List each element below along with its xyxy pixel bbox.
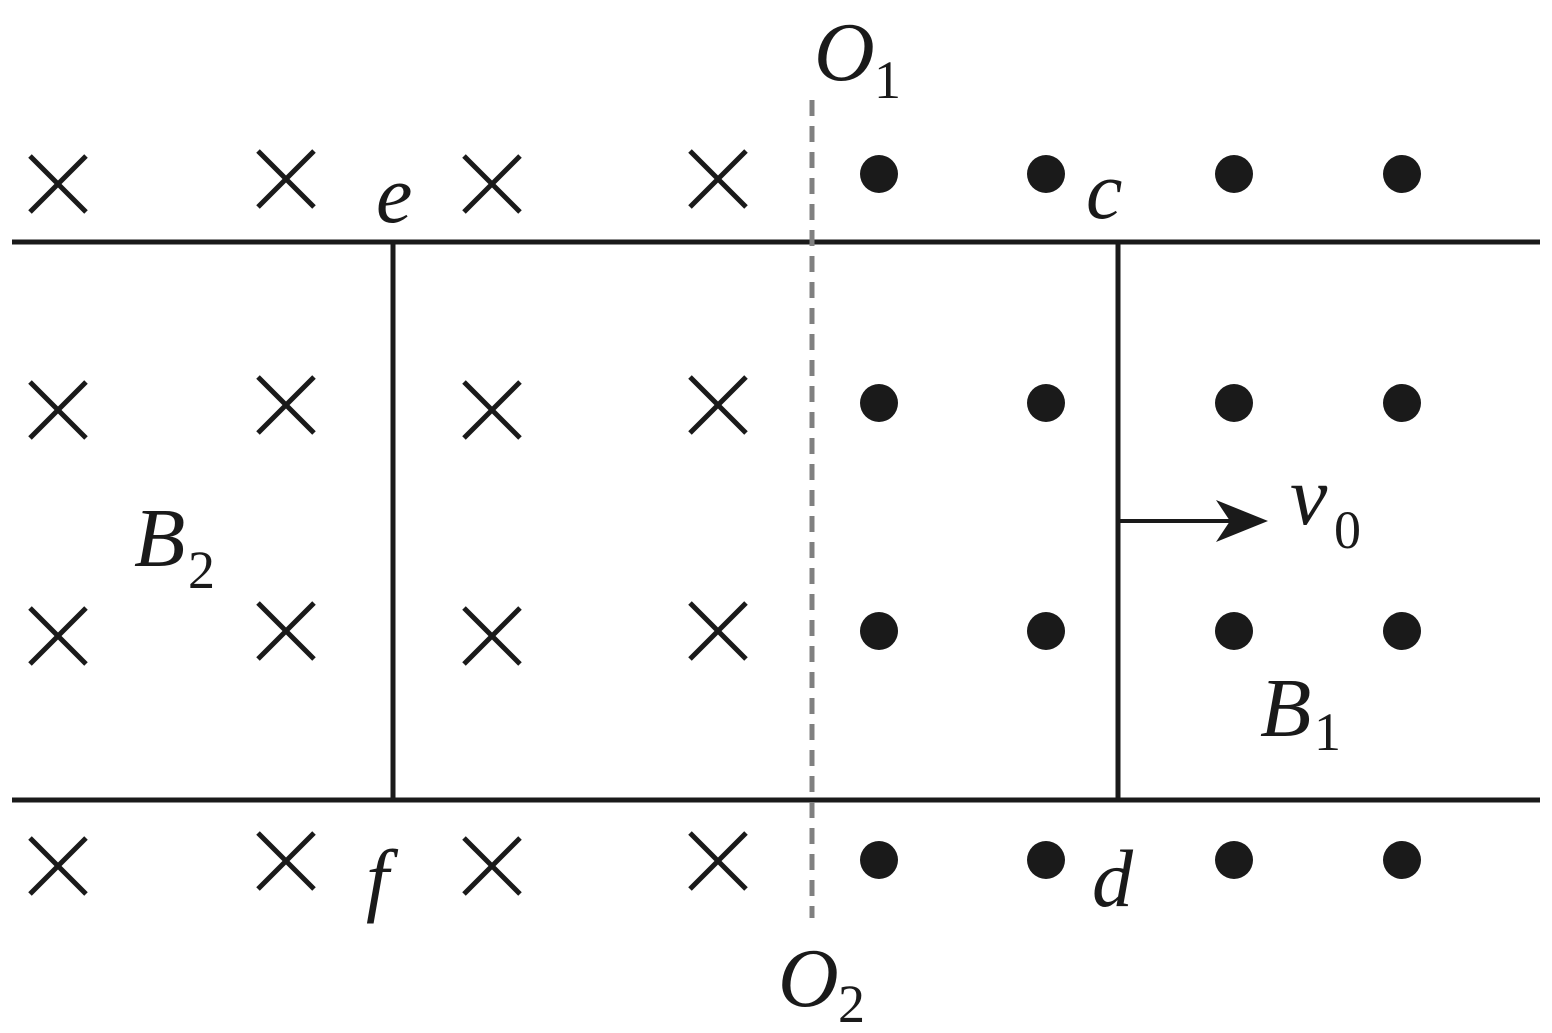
cross-mark: [256, 375, 316, 435]
cross-mark: [462, 606, 522, 666]
label-v0-sub: 0: [1334, 500, 1361, 560]
dot-mark: [860, 841, 898, 879]
label-b2: B 2: [134, 492, 215, 600]
dot-mark: [1383, 155, 1421, 193]
label-e: e: [376, 149, 412, 240]
cross-mark: [256, 831, 316, 891]
label-o1-sub: 1: [874, 50, 901, 110]
dot-mark: [1383, 841, 1421, 879]
cross-mark: [688, 375, 748, 435]
label-b2-sub: 2: [188, 540, 215, 600]
label-b2-main: B: [134, 492, 185, 585]
cross-mark: [28, 154, 88, 214]
dot-mark: [1383, 612, 1421, 650]
label-d: d: [1092, 833, 1134, 924]
label-c: c: [1086, 145, 1122, 236]
cross-mark: [28, 380, 88, 440]
dot-mark: [1215, 612, 1253, 650]
cross-mark: [688, 601, 748, 661]
cross-mark: [462, 154, 522, 214]
cross-mark: [256, 149, 316, 209]
cross-mark: [256, 601, 316, 661]
dot-mark: [860, 612, 898, 650]
label-b1: B 1: [1260, 662, 1341, 762]
cross-mark: [688, 831, 748, 891]
label-v0: v 0: [1290, 450, 1361, 560]
dot-mark: [1215, 384, 1253, 422]
label-b1-sub: 1: [1314, 702, 1341, 762]
dot-mark: [1215, 155, 1253, 193]
label-o1-main: O: [814, 6, 875, 99]
cross-mark: [462, 836, 522, 896]
dot-mark: [860, 155, 898, 193]
dot-mark: [1215, 841, 1253, 879]
velocity-arrow-head: [1216, 500, 1268, 542]
label-o2-sub: 2: [838, 974, 865, 1033]
dot-mark: [1027, 384, 1065, 422]
cross-mark: [462, 380, 522, 440]
label-v0-main: v: [1290, 450, 1328, 543]
dot-mark: [1027, 155, 1065, 193]
dot-mark: [860, 384, 898, 422]
velocity-arrow: [1120, 500, 1268, 542]
dot-mark: [1027, 612, 1065, 650]
label-o1: O 1: [814, 6, 901, 110]
cross-mark: [688, 149, 748, 209]
label-f: f: [366, 833, 399, 924]
field-b1-dot-marks: [860, 155, 1421, 879]
cross-mark: [28, 836, 88, 896]
label-o2: O 2: [778, 932, 865, 1033]
label-o2-main: O: [778, 932, 839, 1025]
dot-mark: [1027, 841, 1065, 879]
cross-mark: [28, 606, 88, 666]
label-b1-main: B: [1260, 662, 1311, 755]
dot-mark: [1383, 384, 1421, 422]
field-b2-cross-marks: [28, 149, 748, 896]
